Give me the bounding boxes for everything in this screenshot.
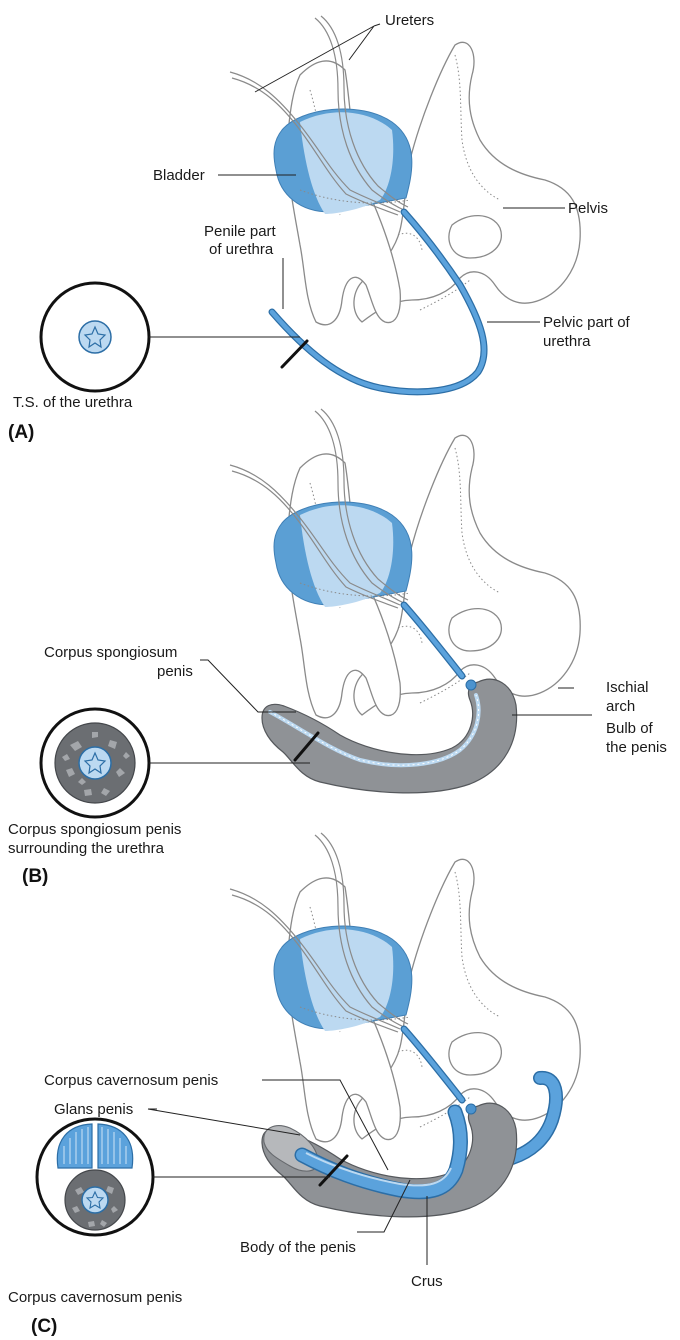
panel-tag-b: (B) bbox=[22, 866, 48, 887]
label-ureters: Ureters bbox=[385, 12, 434, 29]
label-penile-part-1: Penile part bbox=[204, 223, 277, 240]
label-ischial-arch-2: arch bbox=[606, 698, 635, 715]
label-ts-urethra: T.S. of the urethra bbox=[13, 394, 133, 411]
panel-a: Ureters Bladder Pelvis Penile part of ur… bbox=[8, 12, 631, 443]
cut-line-a bbox=[282, 341, 307, 367]
label-glans-penis: Glans penis bbox=[54, 1101, 133, 1118]
label-corpus-cavernosum: Corpus cavernosum penis bbox=[44, 1072, 218, 1089]
panel-tag-c: (C) bbox=[31, 1316, 57, 1337]
label-pelvic-part-1: Pelvic part of bbox=[543, 314, 631, 331]
label-cc-cross-section: Corpus cavernosum penis bbox=[8, 1289, 182, 1306]
label-crus: Crus bbox=[411, 1273, 443, 1290]
panel-c: Corpus cavernosum penis Glans penis Body… bbox=[8, 833, 580, 1337]
label-bulb-2: the penis bbox=[606, 739, 667, 756]
label-bladder: Bladder bbox=[153, 167, 205, 184]
label-pelvis: Pelvis bbox=[568, 200, 608, 217]
label-cs-cross-section-1: Corpus spongiosum penis bbox=[8, 821, 181, 838]
label-penile-part-2: of urethra bbox=[209, 241, 274, 258]
label-cs-cross-section-2: surrounding the urethra bbox=[8, 840, 165, 857]
panel-b: Corpus spongiosum penis Ischial arch Bul… bbox=[8, 409, 667, 887]
label-body-of-penis: Body of the penis bbox=[240, 1239, 356, 1256]
label-corpus-spongiosum-1: Corpus spongiosum bbox=[44, 644, 177, 661]
label-pelvic-part-2: urethra bbox=[543, 333, 591, 350]
label-corpus-spongiosum-2: penis bbox=[157, 663, 193, 680]
pelvis-scene-b bbox=[230, 409, 580, 718]
panel-tag-a: (A) bbox=[8, 422, 34, 443]
pelvis-scene-c bbox=[230, 833, 580, 1142]
label-bulb-1: Bulb of bbox=[606, 720, 654, 737]
label-ischial-arch-1: Ischial bbox=[606, 679, 649, 696]
